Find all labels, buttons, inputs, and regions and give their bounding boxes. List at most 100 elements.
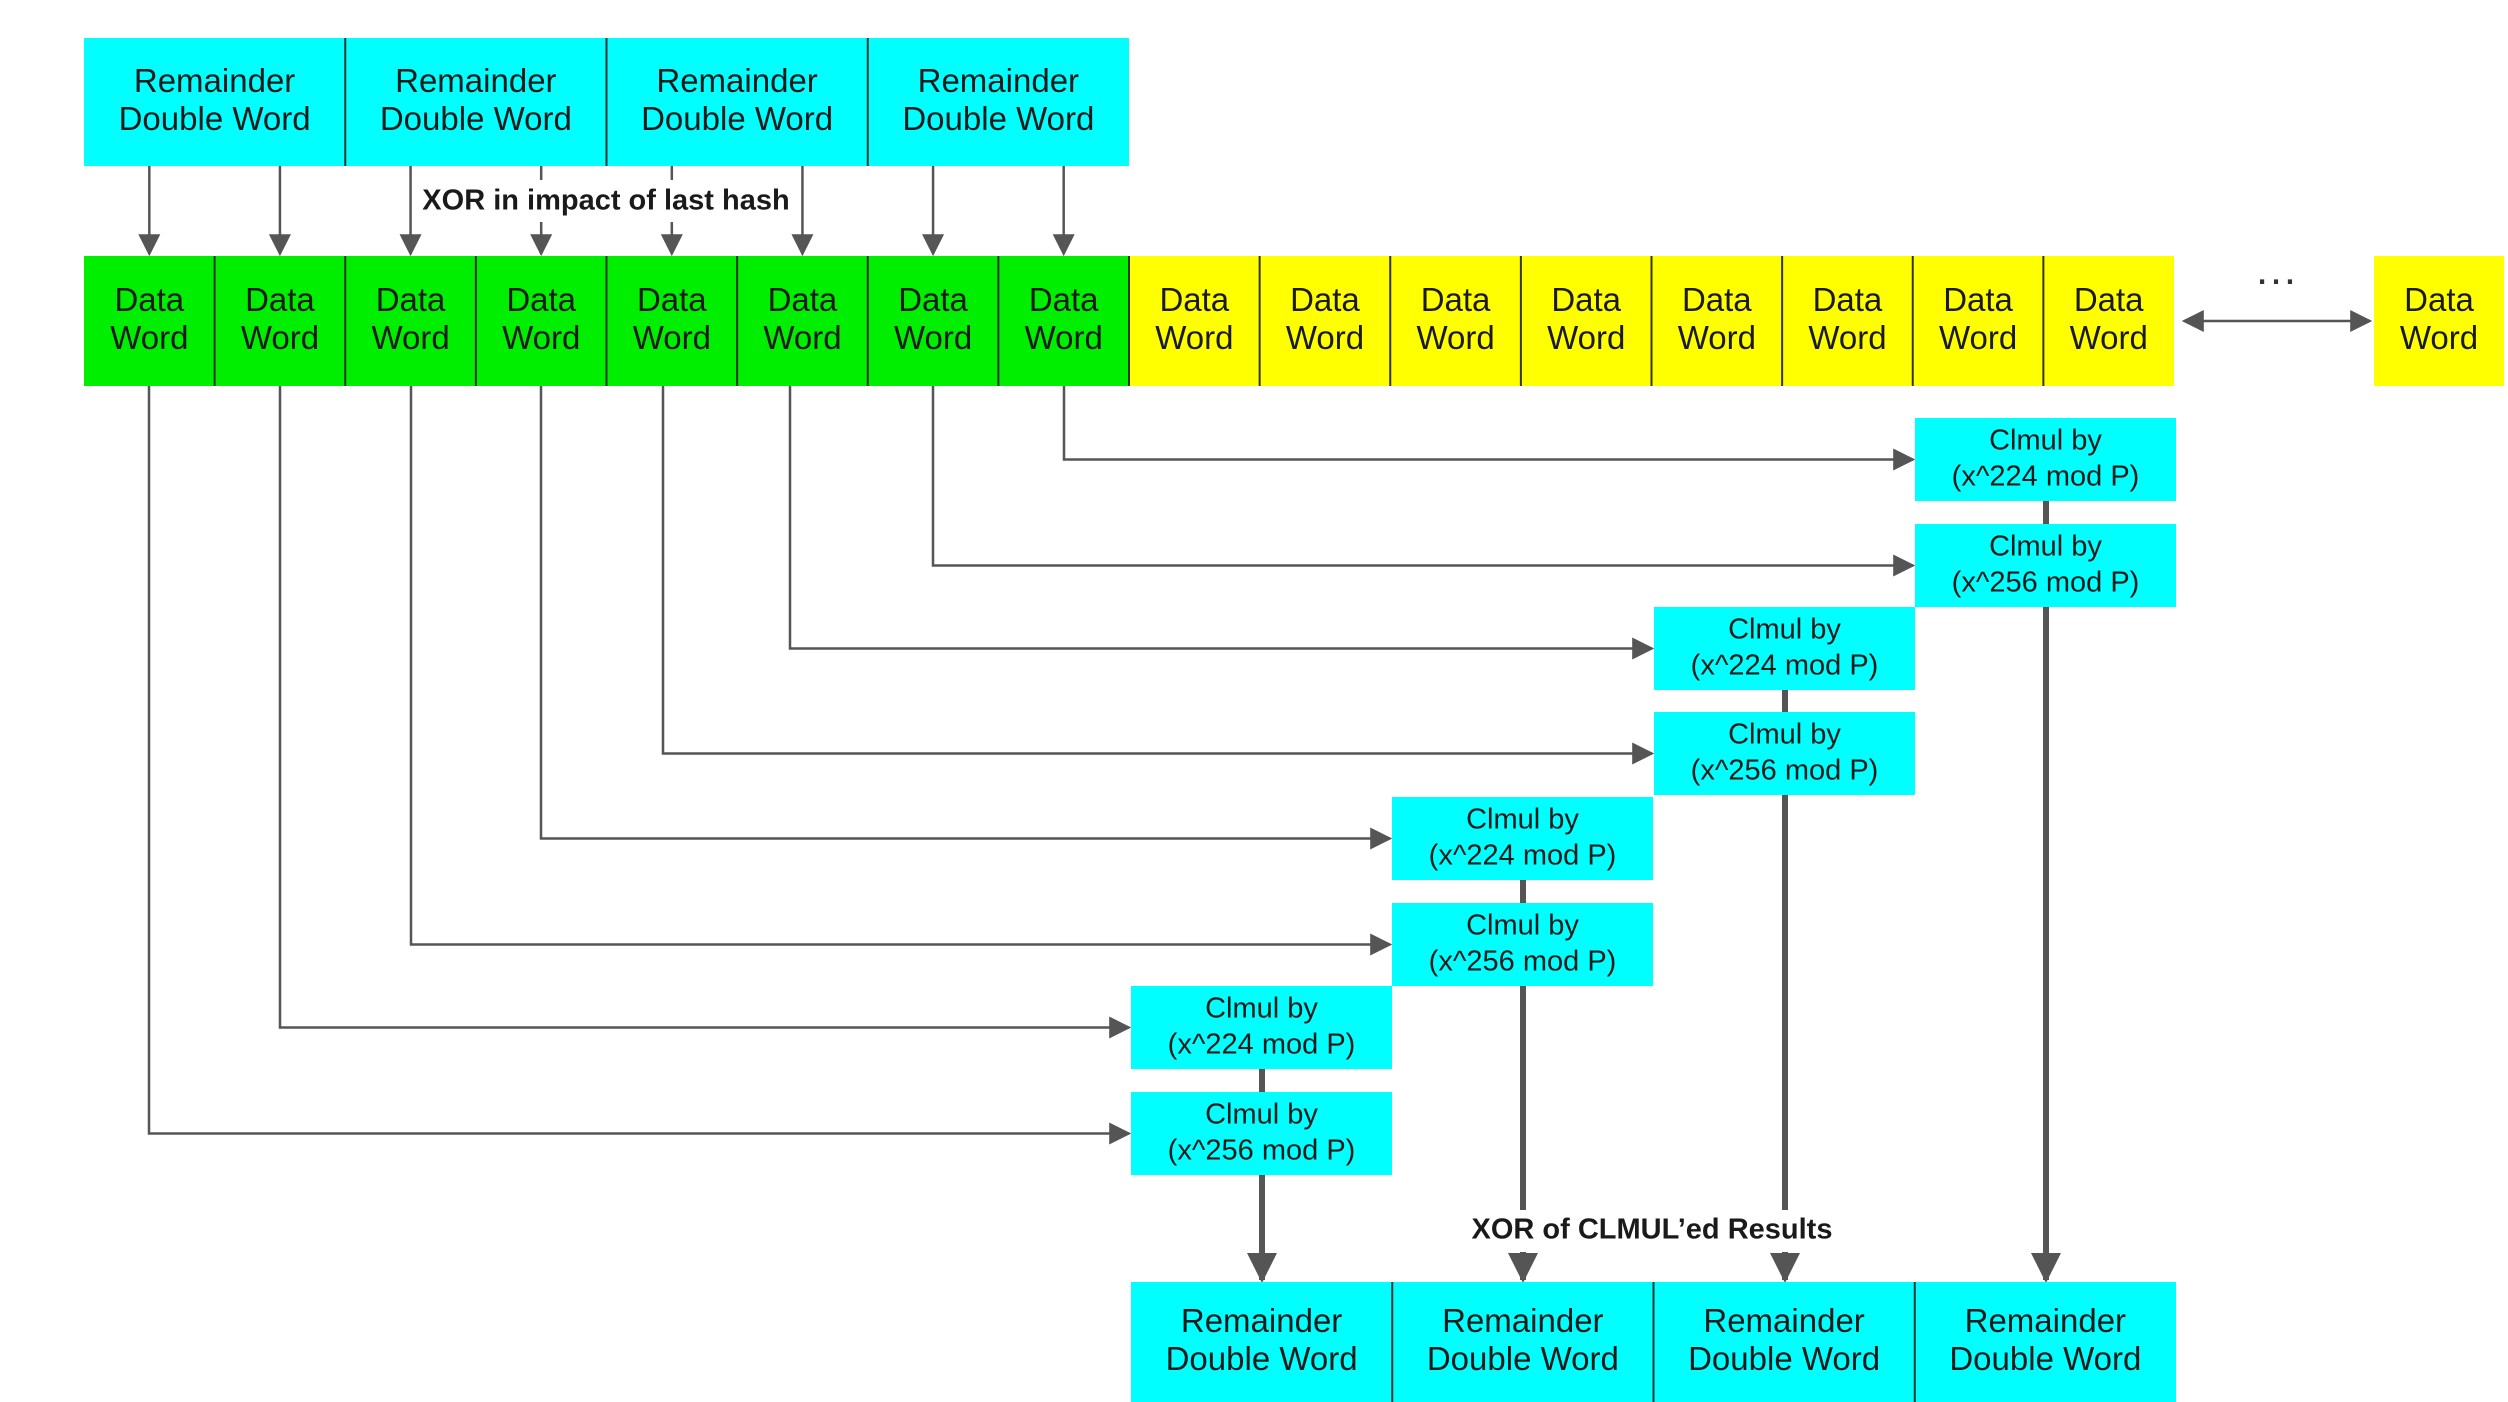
data-word-cell-10 [1259, 256, 1391, 386]
clmul-box-4-text-line-1: Clmul by [1728, 718, 1841, 750]
clmul-box-4-text-line-2: (x^256 mod P) [1691, 754, 1879, 786]
data-word-16-line-1: Data [2074, 281, 2144, 318]
clmul-box-2-text-line-1: Clmul by [1989, 530, 2102, 562]
clmul-box-2 [1915, 524, 2176, 607]
data-word-1-line-1: Data [114, 281, 184, 318]
fold-connector-8 [147, 386, 1132, 1145]
data-word-5-line-2: Word [633, 319, 711, 356]
top-remainder-box-1-line-2: Double Word [119, 100, 311, 137]
data-word-6-line-1: Data [768, 281, 838, 318]
data-word-9-line-2: Word [1155, 319, 1233, 356]
data-word-8-line-1: Data [1029, 281, 1099, 318]
data-word-4-line-2: Word [502, 319, 580, 356]
bottom-remainder-box-2-line-2: Double Word [1427, 1340, 1619, 1377]
data-word-6-line-2: Word [763, 319, 841, 356]
clmul-box-7-text-line-2: (x^224 mod P) [1168, 1028, 1356, 1060]
clmul-box-1-text-line-2: (x^224 mod P) [1952, 460, 2140, 492]
fold-connector-4 [661, 386, 1655, 765]
data-word-cell-8 [998, 256, 1129, 386]
clmul-box-1 [1915, 418, 2176, 501]
top-remainder-box-1-line-1: Remainder [134, 62, 295, 99]
clmul-box-1-text-line-1: Clmul by [1989, 424, 2102, 456]
clmul-box-2-text-line-2: (x^256 mod P) [1952, 566, 2140, 598]
data-word-14-line-1: Data [1813, 281, 1883, 318]
data-word-cell-11 [1390, 256, 1521, 386]
data-word-13-line-1: Data [1682, 281, 1752, 318]
clmul-box-5-text-line-2: (x^224 mod P) [1429, 839, 1617, 871]
bottom-remainder-box-1-line-2: Double Word [1166, 1340, 1358, 1377]
clmul-box-4-text: Clmul by (x^256 mod P) [1691, 718, 1879, 786]
data-word-cell-6 [737, 256, 868, 386]
clmul-box-6-text-line-2: (x^256 mod P) [1429, 945, 1617, 977]
fold-connector-3 [788, 386, 1655, 660]
xor-clmul-label-bg [1472, 1210, 1832, 1252]
clmul-box-6 [1392, 903, 1653, 986]
data-word-12-line-1: Data [1551, 281, 1621, 318]
clmul-box-5-text-line-1: Clmul by [1466, 803, 1579, 835]
data-word-14-line-2: Word [1808, 319, 1886, 356]
bottom-remainder-box-3-line-1: Remainder [1703, 1302, 1864, 1339]
clmul-box-7-text: Clmul by (x^224 mod P) [1168, 992, 1356, 1060]
data-word-cell-3 [345, 256, 476, 386]
bottom-remainder-box-2-line-1: Remainder [1442, 1302, 1603, 1339]
clmul-box-3 [1654, 607, 1915, 690]
top-remainder-box-3-line-1: Remainder [656, 62, 817, 99]
data-word-cell-2 [214, 256, 346, 386]
clmul-box-7-text-line-1: Clmul by [1205, 992, 1318, 1024]
fold-connector-7 [278, 386, 1132, 1039]
xor-last-hash-label: XOR in impact of last hash [422, 185, 789, 217]
data-word-2-line-1: Data [245, 281, 315, 318]
clmul-box-6-text: Clmul by(x^256 mod P) [1429, 909, 1617, 977]
data-word-13-line-2: Word [1678, 319, 1756, 356]
data-word-cell-15 [1912, 256, 2044, 386]
fold-connector-2 [931, 386, 1916, 577]
bottom-remainder-box-1-line-1: Remainder [1181, 1302, 1342, 1339]
data-word-cell-16 [2043, 256, 2174, 386]
data-word-11-line-1: Data [1421, 281, 1491, 318]
data-word-cell-5 [606, 256, 738, 386]
boxes-layer [84, 38, 2504, 1402]
data-word-10-line-1: Data [1290, 281, 1360, 318]
data-word-cell-7 [867, 256, 999, 386]
trailing-data-word-line-2: Word [2400, 319, 2478, 356]
trailing-data-word-cell [2374, 256, 2504, 386]
clmul-box-8 [1131, 1092, 1392, 1175]
data-word-1-line-2: Word [110, 319, 188, 356]
xor-clmul-label: XOR of CLMUL’ed Results [1472, 1214, 1833, 1246]
ellipsis: … [2254, 245, 2298, 294]
clmul-box-1-text: Clmul by (x^224 mod P) [1952, 424, 2140, 492]
data-word-15-line-2: Word [1939, 319, 2017, 356]
data-word-cell-13 [1651, 256, 1783, 386]
clmul-box-3-text-line-2: (x^224 mod P) [1691, 649, 1879, 681]
top-remainder-box-2-line-2: Double Word [380, 100, 572, 137]
fold-connector-5 [539, 386, 1393, 850]
data-word-8-line-2: Word [1025, 319, 1103, 356]
data-word-2-line-2: Word [241, 319, 319, 356]
data-word-9-line-1: Data [1159, 281, 1229, 318]
clmul-box-5 [1392, 797, 1653, 880]
data-word-7-line-1: Data [898, 281, 968, 318]
